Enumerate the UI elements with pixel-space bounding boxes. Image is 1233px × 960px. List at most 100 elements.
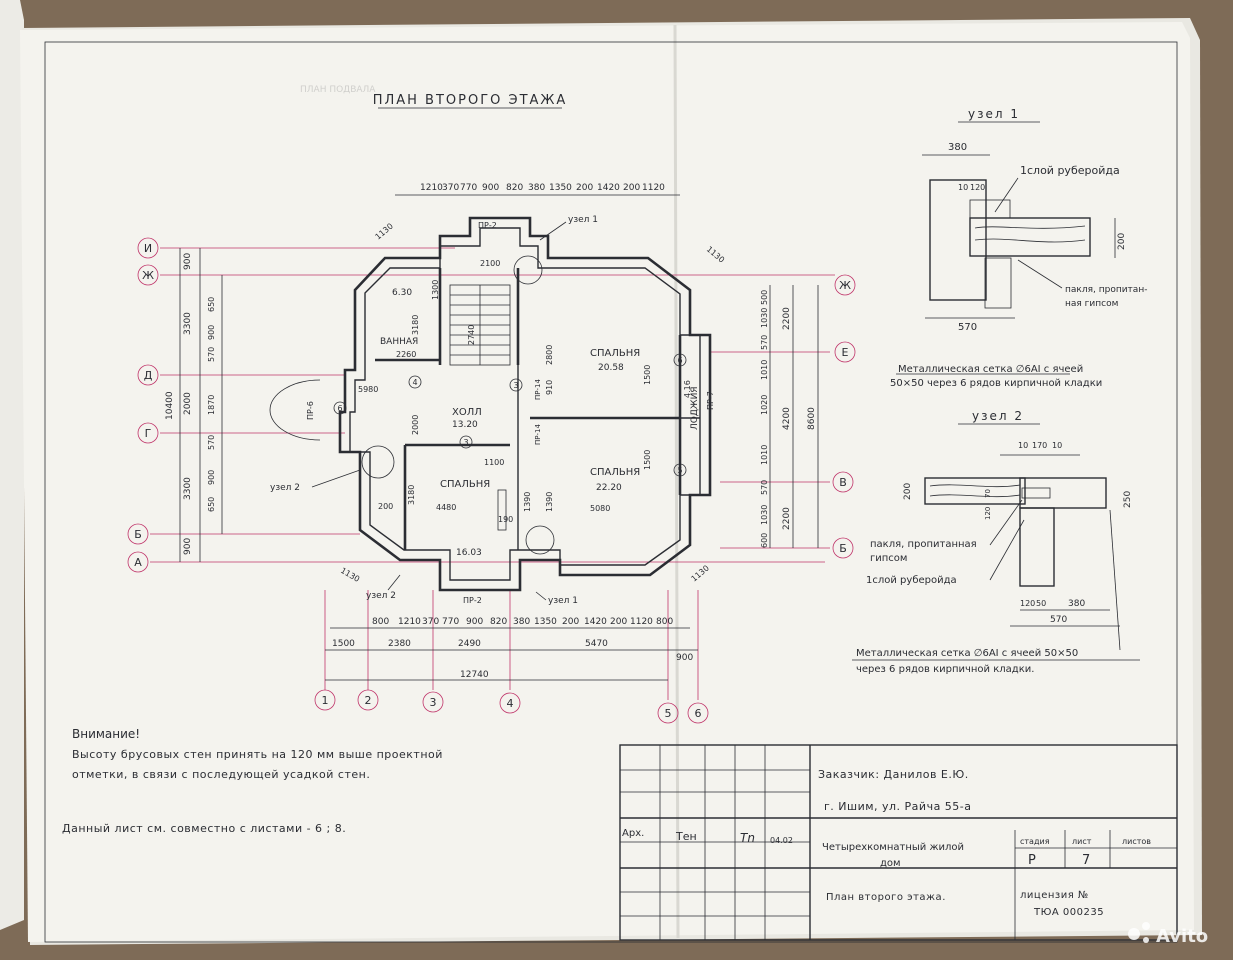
svg-text:узел 1: узел 1 bbox=[568, 215, 598, 225]
axis-label: А bbox=[134, 556, 142, 569]
svg-text:1210: 1210 bbox=[420, 183, 443, 193]
dimension-lines bbox=[179, 194, 819, 681]
svg-text:1030: 1030 bbox=[760, 505, 769, 525]
room-name: СПАЛЬНЯ bbox=[440, 479, 490, 490]
underlying-sheet bbox=[0, 0, 24, 930]
svg-text:ПР-2: ПР-2 bbox=[463, 596, 482, 605]
svg-text:650: 650 bbox=[207, 497, 216, 512]
svg-text:8600: 8600 bbox=[807, 407, 817, 430]
svg-text:1500: 1500 bbox=[643, 450, 652, 470]
svg-text:1350: 1350 bbox=[549, 183, 572, 193]
sheet-frame bbox=[44, 41, 1178, 943]
svg-text:770: 770 bbox=[442, 617, 459, 627]
svg-text:370: 370 bbox=[442, 183, 459, 193]
svg-text:370: 370 bbox=[422, 617, 439, 627]
svg-text:ПР-6: ПР-6 bbox=[306, 401, 315, 420]
svg-text:120: 120 bbox=[984, 507, 992, 520]
axis-bubbles-right: Ж Е В Б bbox=[832, 274, 856, 559]
svg-text:1870: 1870 bbox=[207, 395, 216, 415]
svg-text:1500: 1500 bbox=[332, 639, 355, 649]
node-2-detail: узел 2 10 170 10 200 250 70 120 120 50 3… bbox=[852, 409, 1140, 675]
axis-bubbles-left: И Ж Д Г Б А bbox=[127, 237, 159, 573]
room-area: 6.30 bbox=[392, 288, 412, 298]
notes-block: Внимание! Высоту брусовых стен принять н… bbox=[62, 727, 442, 835]
stamp-sheet-name: План второго этажа. bbox=[826, 892, 946, 903]
svg-text:4200: 4200 bbox=[782, 407, 792, 430]
svg-text:900: 900 bbox=[482, 183, 499, 193]
sheet-title: ПЛАН ВТОРОГО ЭТАЖА bbox=[373, 93, 568, 108]
svg-text:570: 570 bbox=[207, 347, 216, 362]
node-callout bbox=[525, 525, 555, 555]
svg-text:570: 570 bbox=[760, 480, 769, 495]
right-dimensions: 500 1030 570 1010 1020 1010 570 1030 600… bbox=[760, 290, 817, 548]
svg-text:800: 800 bbox=[372, 617, 389, 627]
faint-bleed-text: ПЛАН ПОДВАЛА bbox=[300, 85, 376, 95]
svg-text:4480: 4480 bbox=[436, 503, 456, 512]
svg-text:50×50 через 6 рядов кирпичной: 50×50 через 6 рядов кирпичной кладки bbox=[890, 378, 1102, 389]
svg-text:узел 2: узел 2 bbox=[366, 591, 396, 601]
stamp-object-2: дом bbox=[880, 858, 901, 869]
svg-text:ПР-14: ПР-14 bbox=[534, 424, 542, 445]
room-name: ЛОДЖИЯ bbox=[690, 386, 700, 430]
svg-text:2260: 2260 bbox=[396, 350, 416, 359]
svg-text:1210: 1210 bbox=[398, 617, 421, 627]
axis-label: 2 bbox=[365, 694, 372, 707]
svg-text:380: 380 bbox=[528, 183, 545, 193]
note-attention: Внимание! bbox=[72, 727, 140, 741]
axis-label: 1 bbox=[322, 694, 329, 707]
stamp-date: 04.02 bbox=[770, 836, 793, 845]
plan-marks: ПР-2 ПР-2 ПР-6 ПР-7 ПР-14 ПР-14 узел 1 у… bbox=[270, 215, 715, 606]
svg-text:2100: 2100 bbox=[480, 259, 500, 268]
svg-text:5980: 5980 bbox=[358, 385, 378, 394]
stamp-license-1: лицензия № bbox=[1020, 890, 1089, 901]
svg-text:820: 820 bbox=[490, 617, 507, 627]
svg-text:200: 200 bbox=[562, 617, 579, 627]
svg-text:200: 200 bbox=[903, 483, 913, 500]
svg-text:1слой руберойда: 1слой руберойда bbox=[1020, 164, 1120, 177]
room-area: 16.03 bbox=[456, 548, 482, 558]
node-1-detail: узел 1 380 10 120 200 570 1слой руберойд… bbox=[890, 107, 1147, 389]
axis-label: Б bbox=[134, 528, 142, 541]
svg-text:200: 200 bbox=[1117, 233, 1127, 250]
svg-text:5080: 5080 bbox=[590, 504, 610, 513]
axis-label: В bbox=[839, 476, 847, 489]
svg-text:500: 500 bbox=[760, 290, 769, 305]
svg-text:через 6 рядов кирпичной кладки: через 6 рядов кирпичной кладки. bbox=[856, 664, 1034, 675]
svg-text:190: 190 bbox=[498, 515, 513, 524]
svg-text:570: 570 bbox=[760, 335, 769, 350]
svg-text:Металлическая сетка ∅6АI с яче: Металлическая сетка ∅6АI с ячеей bbox=[898, 364, 1083, 375]
svg-text:900: 900 bbox=[207, 470, 216, 485]
room-area: 22.20 bbox=[596, 483, 622, 493]
outer-wall bbox=[338, 216, 712, 592]
axis-label: Ж bbox=[142, 269, 154, 282]
avito-logo-text: Avito bbox=[1156, 926, 1208, 947]
axis-label: 3 bbox=[430, 696, 437, 709]
svg-text:770: 770 bbox=[460, 183, 477, 193]
svg-text:2740: 2740 bbox=[467, 325, 476, 345]
svg-text:380: 380 bbox=[513, 617, 530, 627]
svg-text:5470: 5470 bbox=[585, 639, 608, 649]
inner-dimensions: 2260 3180 2740 2100 5980 2800 5080 4480 … bbox=[339, 222, 726, 584]
svg-text:3300: 3300 bbox=[183, 312, 193, 335]
svg-text:1300: 1300 bbox=[431, 280, 440, 300]
svg-text:380: 380 bbox=[948, 142, 967, 153]
svg-text:120: 120 bbox=[970, 183, 985, 192]
svg-text:2200: 2200 bbox=[782, 507, 792, 530]
svg-text:ПР-2: ПР-2 bbox=[478, 221, 497, 230]
outer-wall-inner bbox=[349, 227, 701, 581]
svg-text:2000: 2000 bbox=[411, 415, 420, 435]
svg-text:570: 570 bbox=[1050, 615, 1067, 625]
svg-text:1420: 1420 bbox=[597, 183, 620, 193]
axis-label: Ж bbox=[839, 279, 851, 292]
svg-text:2800: 2800 bbox=[545, 345, 554, 365]
room-area: 4.16 bbox=[683, 380, 692, 398]
axis-label: Б bbox=[839, 542, 847, 555]
stamp-license-2: ТЮА 000235 bbox=[1033, 907, 1104, 918]
stamp-signature: Тn bbox=[740, 831, 755, 845]
svg-text:380: 380 bbox=[1068, 599, 1085, 609]
svg-text:6: 6 bbox=[337, 404, 342, 413]
stamp-stage-header: стадия bbox=[1020, 837, 1050, 846]
left-dimensions: 900 3300 2000 3300 900 10400 650 900 570… bbox=[165, 253, 216, 555]
paper-sheet bbox=[20, 22, 1194, 942]
